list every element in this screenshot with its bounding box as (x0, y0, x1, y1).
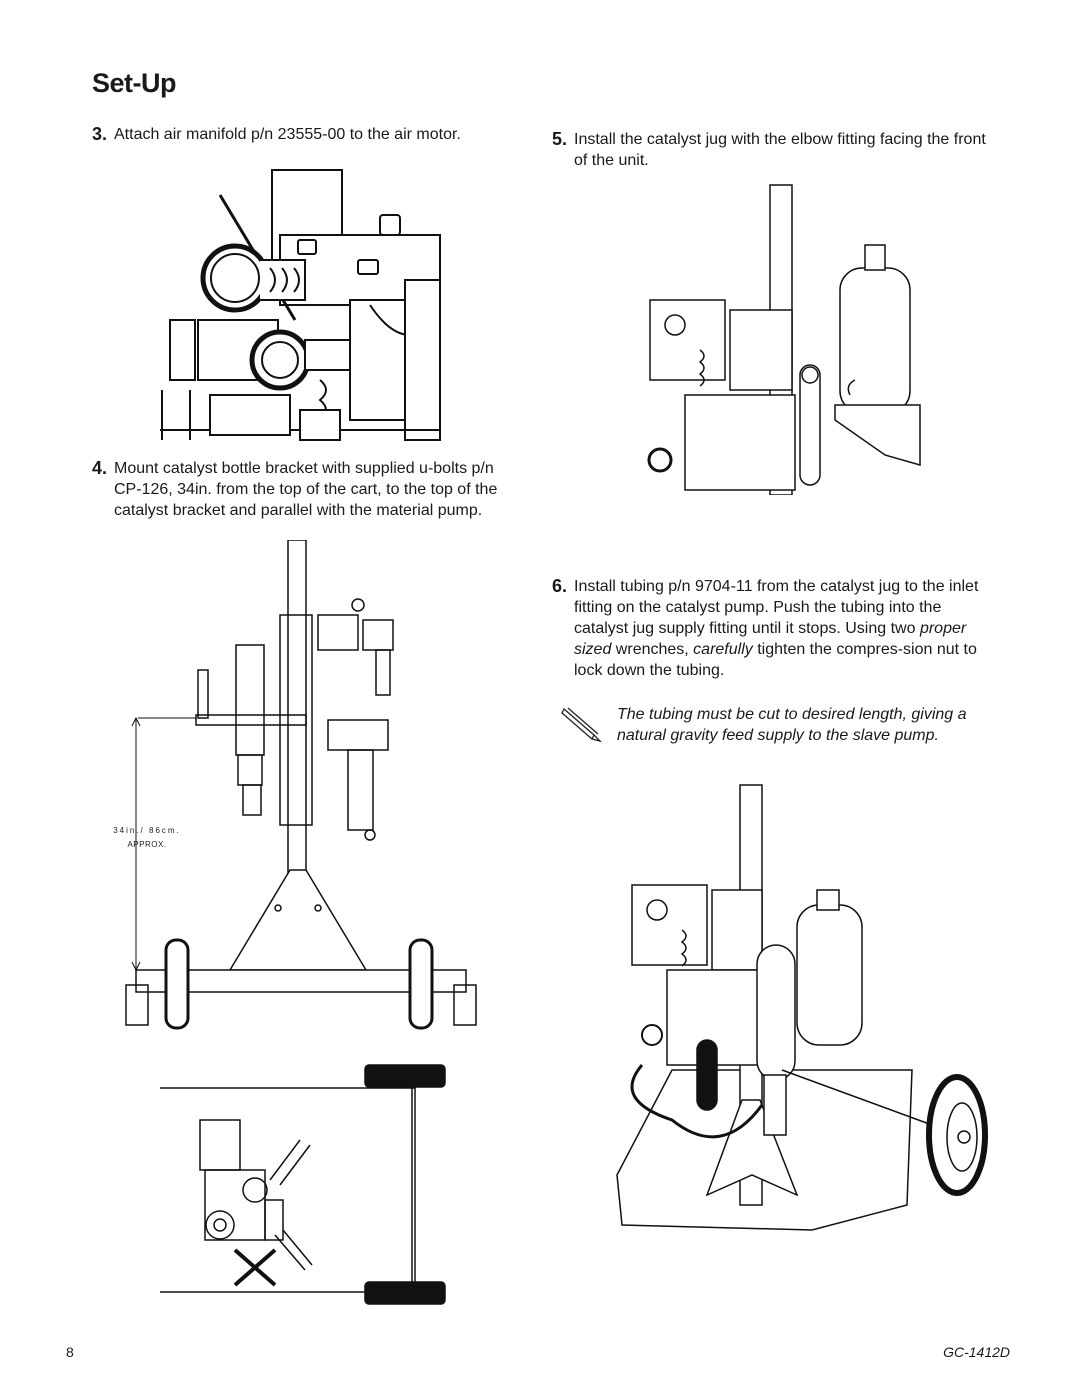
step-text-part: tighten the compres-sion nut to lock dow… (574, 641, 977, 679)
step-text-part: Install tubing p/n 9704-11 from the cata… (574, 578, 979, 637)
dimension-label: 34in./ 86cm. (113, 826, 181, 835)
step-text: Attach air manifold p/n 23555-00 to the … (114, 126, 461, 143)
step-number: 6. (552, 576, 568, 596)
step-text-part: wrenches, (611, 641, 694, 658)
step-text: Install tubing p/n 9704-11 from the cata… (574, 576, 994, 681)
step-5: 5. Install the catalyst jug with the elb… (552, 129, 997, 173)
step-text: Mount catalyst bottle bracket with suppl… (114, 460, 498, 519)
cart-side-view-figure (118, 540, 488, 1050)
step-6: 6. Install tubing p/n 9704-11 from the c… (552, 576, 997, 686)
page-number: 8 (66, 1344, 74, 1360)
step-number: 4. (92, 458, 108, 478)
document-id: GC-1412D (943, 1344, 1010, 1360)
air-manifold-figure (150, 160, 450, 445)
step-number: 5. (552, 129, 568, 149)
page-title: Set-Up (92, 68, 177, 98)
tubing-install-figure (612, 780, 1002, 1245)
dimension-approx: APPROX. (127, 840, 167, 849)
step-number: 3. (92, 124, 108, 144)
note-text: The tubing must be cut to desired length… (617, 706, 967, 744)
cart-top-view-figure (160, 1060, 460, 1310)
pencil-icon (560, 705, 608, 745)
step-3: 3. Attach air manifold p/n 23555-00 to t… (92, 124, 522, 148)
catalyst-jug-figure (630, 180, 930, 495)
step-emphasis: proper sized (574, 620, 967, 658)
step-4: 4. Mount catalyst bottle bracket with su… (92, 458, 532, 546)
step-text: Install the catalyst jug with the elbow … (574, 131, 986, 169)
step-emphasis: carefully (693, 641, 753, 658)
